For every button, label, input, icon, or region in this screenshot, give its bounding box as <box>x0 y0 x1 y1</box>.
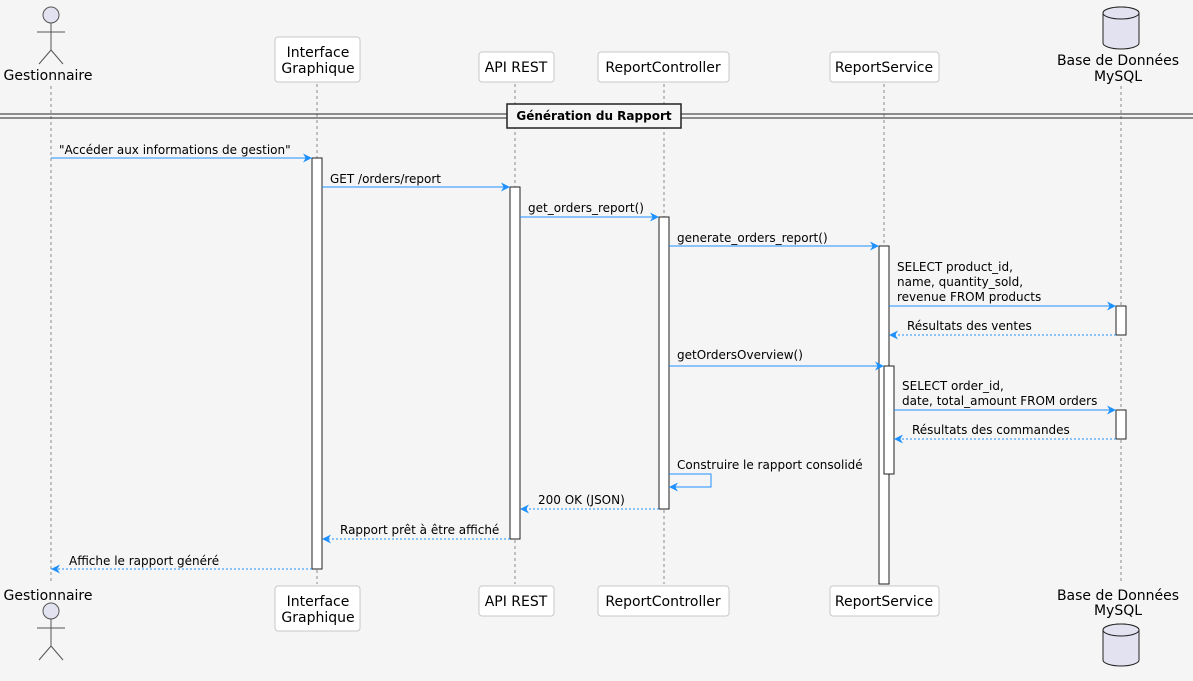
message-label: Résultats des ventes <box>907 319 1032 333</box>
self-message-arrow <box>669 473 712 492</box>
participant-label: Gestionnaire <box>4 588 93 604</box>
group-divider: Génération du Rapport <box>0 103 1193 129</box>
message-label: GET /orders/report <box>330 172 441 186</box>
participant-service-top: ReportService <box>829 51 940 83</box>
message-label: Construire le rapport consolidé <box>677 458 863 472</box>
message-label: Affiche le rapport généré <box>69 554 219 568</box>
participant-label: Interface <box>287 594 350 610</box>
activation-database-2 <box>1115 409 1127 440</box>
participant-label: Graphique <box>281 61 354 77</box>
participant-label: MySQL <box>1094 603 1142 619</box>
participant-interface-top: Interface Graphique <box>274 36 361 83</box>
activation-service-inner <box>883 365 895 475</box>
participant-label: ReportController <box>605 60 721 76</box>
participant-label: Base de Données <box>1057 53 1179 69</box>
activation-api <box>509 186 521 540</box>
activation-interface <box>311 157 323 570</box>
participant-api-top: API REST <box>478 51 555 83</box>
participant-label: Gestionnaire <box>4 68 93 84</box>
participant-database-top: Base de Données MySQL <box>1057 6 1179 85</box>
participant-label: ReportService <box>835 60 933 76</box>
message-label: SELECT order_id, <box>902 379 1004 393</box>
participant-label: API REST <box>485 594 548 610</box>
message-label: name, quantity_sold, <box>897 275 1023 289</box>
participant-api-bottom: API REST <box>478 585 555 617</box>
activation-database-1 <box>1115 305 1127 336</box>
database-icon <box>1102 6 1140 50</box>
database-icon <box>1102 623 1140 667</box>
message-label: Rapport prêt à être affiché <box>340 523 499 537</box>
participant-label: API REST <box>485 60 548 76</box>
message-label: SELECT product_id, <box>897 260 1013 274</box>
participant-gestionnaire-top: Gestionnaire <box>4 6 93 84</box>
message-label: get_orders_report() <box>528 201 644 215</box>
participant-label: MySQL <box>1094 69 1142 85</box>
message-label: Résultats des commandes <box>912 423 1070 437</box>
message-label: getOrdersOverview() <box>677 348 803 362</box>
participant-label: Interface <box>287 45 350 61</box>
actor-icon <box>37 6 65 65</box>
participant-label: ReportService <box>835 594 933 610</box>
message-label: revenue FROM products <box>897 290 1041 304</box>
activation-controller <box>658 216 670 510</box>
participant-controller-top: ReportController <box>597 51 730 83</box>
participant-label: ReportController <box>605 594 721 610</box>
message-label: 200 OK (JSON) <box>538 493 625 507</box>
participant-database-bottom: Base de Données MySQL <box>1057 588 1179 667</box>
participant-controller-bottom: ReportController <box>597 585 730 617</box>
participant-label: Base de Données <box>1057 588 1179 604</box>
participant-interface-bottom: Interface Graphique <box>274 585 361 632</box>
group-title: Génération du Rapport <box>516 109 671 123</box>
participant-service-bottom: ReportService <box>829 585 940 617</box>
actor-icon <box>37 602 65 661</box>
message-label: date, total_amount FROM orders <box>902 394 1097 408</box>
participant-label: Graphique <box>281 610 354 626</box>
message-label: "Accéder aux informations de gestion" <box>59 143 291 157</box>
participant-gestionnaire-bottom: Gestionnaire <box>4 588 93 661</box>
message-label: generate_orders_report() <box>677 231 828 245</box>
